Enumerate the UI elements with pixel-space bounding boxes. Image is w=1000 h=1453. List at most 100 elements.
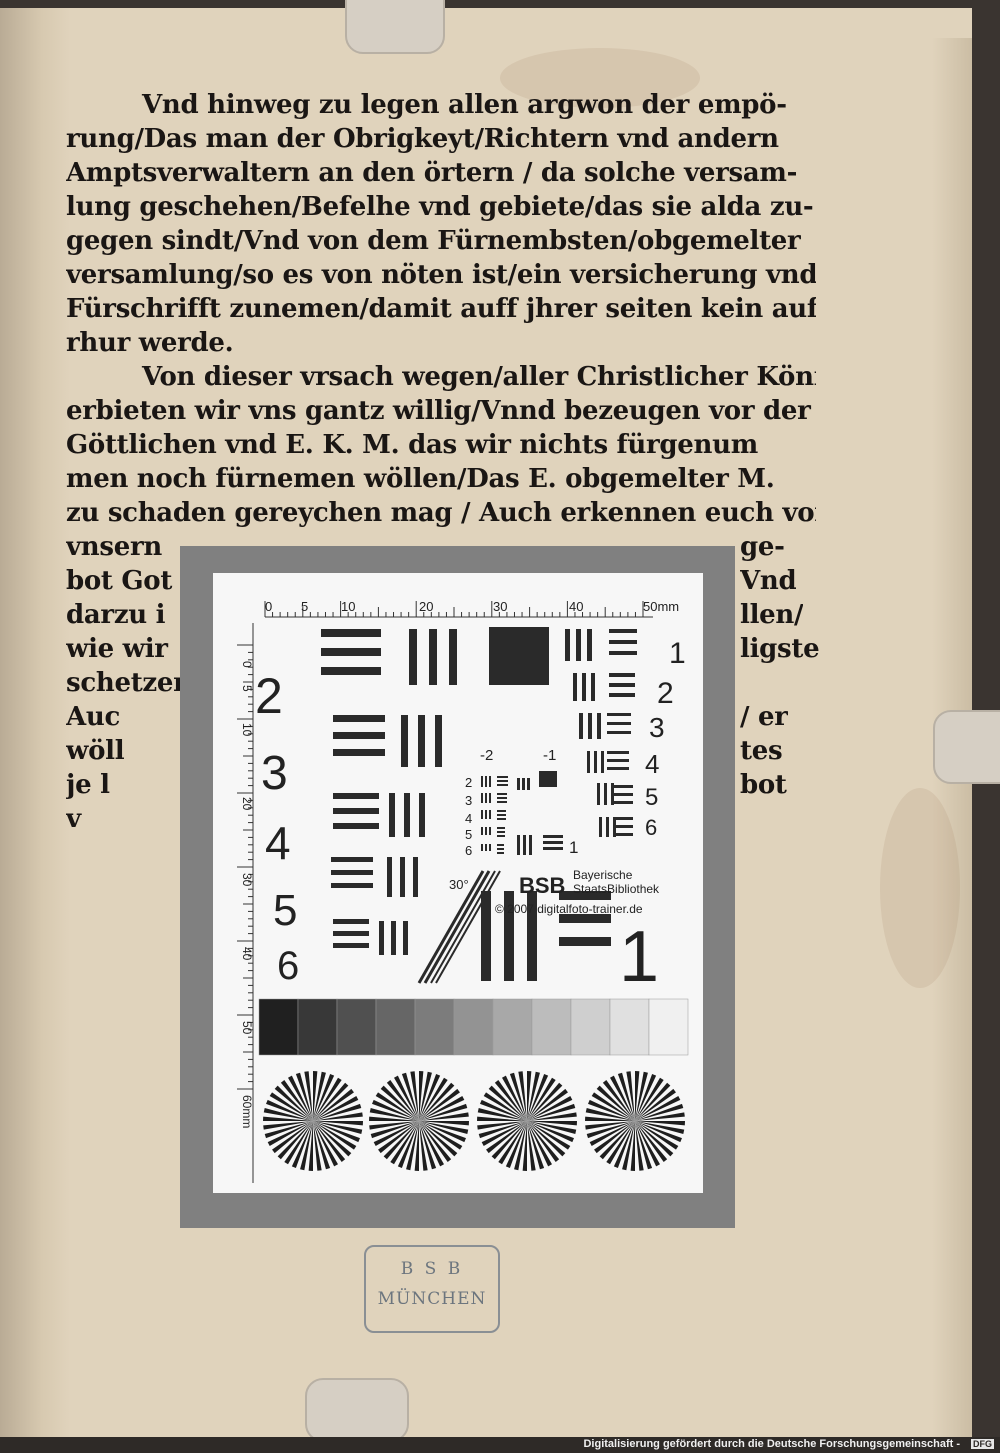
small-neg-label: -1 (543, 747, 556, 764)
small-bar (497, 814, 506, 816)
small-bar (489, 793, 491, 803)
star-wedge (635, 1071, 648, 1121)
horizontal-bars (613, 801, 633, 804)
ruler-label: 0 (265, 599, 272, 614)
small-bar (543, 847, 563, 850)
star-wedge (386, 1080, 419, 1121)
vertical-bars (573, 673, 577, 701)
star-wedge (481, 1121, 527, 1146)
star-wedge (313, 1121, 352, 1157)
small-bar (517, 835, 520, 855)
star-wedge (284, 1121, 313, 1165)
small-bar (497, 810, 506, 812)
star-wedge (477, 1116, 527, 1121)
text-right-fragment: bot (740, 770, 787, 800)
vertical-bars (588, 713, 592, 739)
star-wedge (291, 1121, 313, 1168)
star-wedge (527, 1121, 536, 1171)
star-wedge (419, 1082, 455, 1121)
star-wedge (527, 1071, 532, 1121)
star-wedge (630, 1121, 635, 1171)
star-wedge (527, 1077, 556, 1121)
horizontal-bars (609, 683, 635, 687)
fraktur-text: Vnd hinweg zu legen allen argwon der emp… (66, 88, 816, 836)
star-wedge (527, 1121, 571, 1150)
siemens-star (477, 1071, 577, 1171)
star-wedge (280, 1080, 313, 1121)
star-wedge (313, 1121, 363, 1134)
small-bar (497, 827, 505, 829)
star-wedge (380, 1085, 419, 1121)
stamp-line1: B S B (400, 1259, 464, 1279)
star-wedge (277, 1121, 313, 1160)
small-bar (497, 801, 507, 803)
vertical-bars (403, 921, 408, 955)
gray-step (609, 998, 650, 1056)
star-wedge (527, 1082, 563, 1121)
star-wedge (527, 1096, 573, 1121)
star-wedge (269, 1092, 313, 1121)
text-line: wöll (66, 736, 125, 766)
text-line: versamlung/so es von nöten ist/ein versi… (66, 260, 816, 290)
star-wedge (419, 1121, 428, 1171)
siemens-stars (263, 1071, 685, 1171)
star-wedge (313, 1077, 342, 1121)
horizontal-bars (331, 870, 373, 875)
star-wedge (635, 1121, 674, 1157)
text-right-fragment: Vnd (740, 566, 797, 596)
horizontal-bars (333, 823, 379, 829)
small-bar (543, 835, 563, 838)
gray-step (570, 998, 611, 1056)
text-line: Amptsverwaltern an den örtern / da solch… (66, 158, 798, 188)
star-wedge (267, 1121, 313, 1146)
star-wedge (596, 1085, 635, 1121)
star-wedge (378, 1121, 419, 1154)
right-number: 2 (657, 677, 674, 710)
stain (880, 788, 960, 988)
star-wedge (635, 1088, 676, 1121)
horizontal-bars (333, 919, 369, 924)
star-wedge (635, 1082, 671, 1121)
star-wedge (369, 1108, 419, 1121)
vertical-bars (401, 715, 408, 767)
horizontal-bars (615, 817, 633, 820)
vertical-bars (391, 921, 396, 955)
small-bar (497, 784, 508, 786)
group-number: 5 (273, 886, 297, 935)
gray-step (414, 998, 455, 1056)
horizontal-bars (609, 651, 637, 655)
star-wedge (527, 1112, 577, 1121)
horizontal-bars (333, 715, 385, 722)
small-bar (497, 776, 508, 778)
horizontal-bars (559, 891, 611, 900)
horizontal-bars (615, 833, 633, 836)
horizontal-bars (333, 931, 369, 936)
gray-step (453, 998, 494, 1056)
test-chart-card: 0 5 10 20 30 40 50mm 0 5 10 20 30 40 50 … (213, 573, 703, 1193)
vertical-bars (419, 793, 425, 837)
star-wedge (635, 1071, 640, 1121)
star-wedge (602, 1080, 635, 1121)
star-wedge (414, 1121, 419, 1171)
small-bar (497, 848, 504, 850)
vertical-bars (565, 629, 570, 661)
star-wedge (594, 1121, 635, 1154)
small-bar (523, 835, 526, 855)
ruler-label: 50mm (643, 599, 679, 614)
dfg-logo: DFG (971, 1439, 994, 1449)
star-wedge (635, 1121, 682, 1143)
star-wedge (635, 1121, 679, 1150)
text-line: darzu i (66, 600, 166, 630)
right-number: 1 (669, 637, 686, 670)
gray-step (336, 998, 377, 1056)
star-wedge (370, 1121, 419, 1139)
vertical-bars (409, 629, 417, 685)
small-bar (497, 831, 505, 833)
small-bar (543, 841, 563, 844)
vertical-bars (418, 715, 425, 767)
star-wedge (266, 1099, 313, 1121)
small-number: 3 (465, 793, 472, 808)
vertical-bars (527, 891, 537, 981)
star-wedge (419, 1103, 468, 1121)
star-wedge (419, 1121, 458, 1157)
